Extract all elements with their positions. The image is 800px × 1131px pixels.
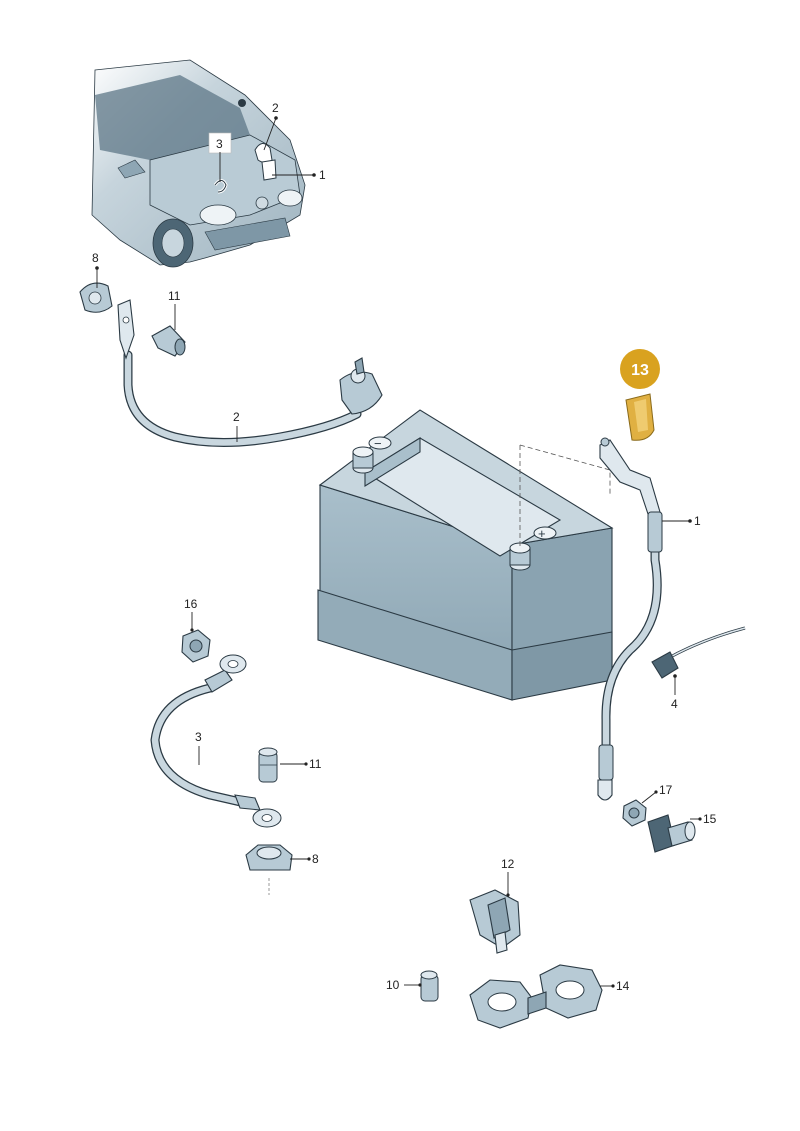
ground-cable-2	[117, 299, 383, 447]
callout-label: 11	[168, 289, 181, 303]
fuse-insert-13-highlighted	[625, 393, 655, 441]
clip-12	[469, 889, 521, 954]
sensor-wire-4	[651, 626, 746, 679]
callout-label: 10	[386, 978, 400, 992]
callout-nut-16: 16	[184, 597, 198, 632]
callout-label: 1	[694, 514, 701, 528]
callout-car-2: 2	[263, 101, 279, 151]
callout-label: 8	[312, 852, 319, 866]
highlight-badge-13: 13	[620, 349, 660, 389]
plus-terminal-symbol: +	[538, 526, 546, 541]
callout-sensor-4: 4	[671, 674, 678, 711]
nut-16	[181, 629, 211, 663]
callout-car-3: 3	[216, 137, 223, 182]
battery: − +	[317, 409, 614, 701]
callout-label: 4	[671, 697, 678, 711]
callout-holder-14: 14	[600, 979, 630, 993]
nut-17	[622, 799, 647, 827]
cap-10	[420, 970, 439, 1002]
plug-15	[647, 814, 696, 853]
callout-label: 16	[184, 597, 198, 611]
holder-8-middle	[245, 844, 293, 895]
callout-car-1: 1	[272, 168, 326, 182]
callout-nut-17: 17	[641, 783, 673, 804]
callout-cable2-8: 8	[92, 251, 99, 288]
callout-label: 12	[501, 857, 515, 871]
holder-8-top	[79, 282, 113, 313]
callout-cap-11: 11	[280, 757, 322, 771]
callout-label: 11	[309, 757, 322, 771]
vehicle-location-illustration	[91, 59, 306, 268]
callout-holder-8: 8	[290, 852, 319, 866]
callout-clip-12: 12	[501, 857, 515, 897]
callout-label: 1	[319, 168, 326, 182]
callout-label: 3	[216, 137, 223, 151]
holder-14	[469, 964, 603, 1029]
callout-label: 2	[272, 101, 279, 115]
badge-label: 13	[631, 362, 649, 379]
callout-label: 3	[195, 730, 202, 744]
cap-11-middle	[258, 747, 278, 783]
callout-label: 14	[616, 979, 630, 993]
callout-label: 17	[659, 783, 673, 797]
minus-terminal-symbol: −	[374, 436, 382, 451]
assembly-guide-lines	[519, 444, 611, 548]
positive-cable-1	[597, 437, 663, 801]
callout-cap-10: 10	[386, 978, 422, 992]
callout-label: 15	[703, 812, 717, 826]
callout-label: 8	[92, 251, 99, 265]
cap-11-top	[151, 325, 186, 357]
callout-cable2-11: 11	[168, 289, 181, 330]
callout-cable2-2: 2	[233, 410, 240, 442]
callout-plug-15: 15	[690, 812, 717, 826]
callout-cable1-1: 1	[662, 514, 701, 528]
ground-cable-3	[150, 654, 282, 828]
callout-label: 2	[233, 410, 240, 424]
callout-cable3-3: 3	[195, 730, 202, 765]
